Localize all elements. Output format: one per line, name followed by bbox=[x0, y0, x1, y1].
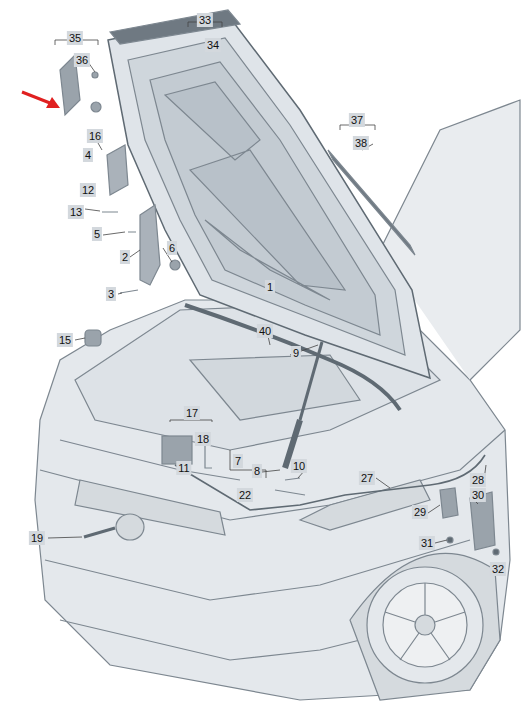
callout-number: 28 bbox=[470, 473, 486, 487]
callout-number: 22 bbox=[237, 488, 253, 502]
callout-number: 16 bbox=[87, 129, 103, 143]
callout-number: 5 bbox=[92, 227, 102, 241]
callout-number: 33 bbox=[197, 13, 213, 27]
callout-number: 10 bbox=[291, 459, 307, 473]
callout-number: 36 bbox=[74, 53, 90, 67]
callout-number: 30 bbox=[470, 488, 486, 502]
callout-number: 18 bbox=[195, 432, 211, 446]
callout-number: 34 bbox=[205, 38, 221, 52]
callout-number: 40 bbox=[257, 324, 273, 338]
callout-number: 29 bbox=[412, 505, 428, 519]
callout-number: 9 bbox=[291, 346, 301, 360]
callout-number: 6 bbox=[167, 241, 177, 255]
callout-number: 2 bbox=[120, 250, 130, 264]
callout-number: 11 bbox=[176, 461, 191, 475]
callout-number: 8 bbox=[252, 464, 262, 478]
callout-number: 13 bbox=[68, 205, 84, 219]
callout-number: 17 bbox=[184, 406, 200, 420]
callout-number: 12 bbox=[80, 183, 96, 197]
callout-number: 32 bbox=[490, 562, 506, 576]
callout-number: 37 bbox=[349, 113, 365, 127]
callout-number: 3 bbox=[106, 287, 116, 301]
callout-number: 1 bbox=[265, 280, 275, 294]
callout-number: 35 bbox=[67, 31, 83, 45]
callout-number: 31 bbox=[419, 536, 435, 550]
callout-number: 4 bbox=[83, 148, 93, 162]
callout-number: 19 bbox=[29, 531, 45, 545]
callout-number: 38 bbox=[353, 136, 369, 150]
callout-number: 7 bbox=[233, 454, 243, 468]
callout-number: 15 bbox=[57, 333, 73, 347]
callout-number: 27 bbox=[359, 471, 375, 485]
